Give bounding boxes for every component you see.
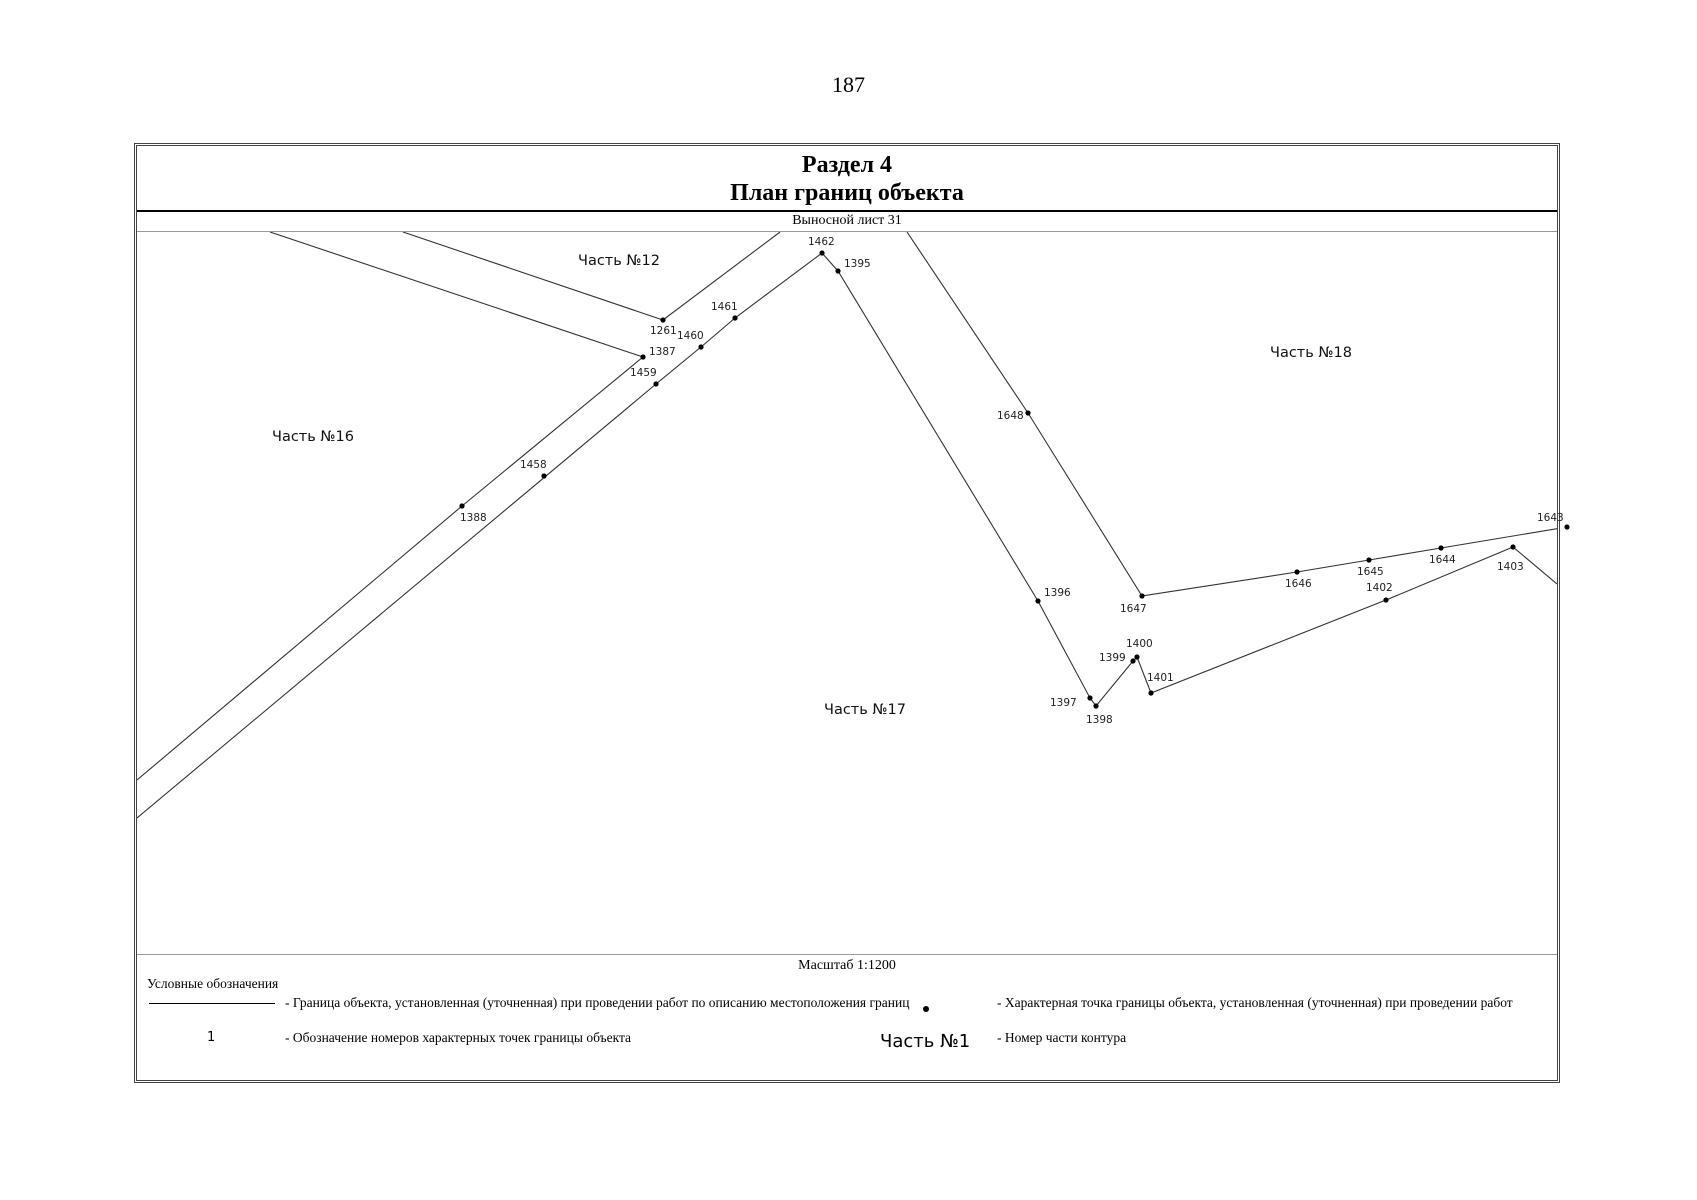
boundary-point: [640, 354, 646, 360]
part-label-16: Часть №16: [272, 429, 354, 445]
boundary-line: [906, 232, 1557, 597]
legend-point-number-sample: 1: [207, 1030, 216, 1045]
boundary-point: [660, 317, 666, 323]
boundary-line: [137, 252, 1557, 819]
point-label: 1645: [1357, 566, 1384, 578]
title-block: Раздел 4 План границ объекта: [137, 146, 1557, 212]
boundary-points: [459, 250, 1570, 709]
point-label: 1646: [1285, 578, 1312, 590]
boundary-point: [732, 315, 738, 321]
boundary-point: [1366, 557, 1372, 563]
point-label: 1643: [1537, 512, 1564, 524]
boundary-point: [1294, 569, 1300, 575]
page-number: 187: [832, 72, 865, 97]
boundary-point: [835, 268, 841, 274]
part-label-17: Часть №17: [824, 702, 906, 718]
point-label: 1388: [460, 512, 487, 524]
boundary-point: [1510, 544, 1516, 550]
boundary-point: [1093, 703, 1099, 709]
point-label: 1459: [630, 367, 657, 379]
point-label: 1395: [844, 258, 871, 270]
boundary-point: [1087, 695, 1093, 701]
legend-point-number-desc: - Обозначение номеров характерных точек …: [285, 1030, 632, 1045]
part-labels: Часть №12 Часть №16 Часть №17 Часть №18: [272, 253, 1352, 718]
boundary-point: [653, 381, 659, 387]
point-label: 1462: [808, 236, 835, 248]
boundary-point: [459, 503, 465, 509]
boundary-point: [698, 344, 704, 350]
point-label: 1458: [520, 459, 547, 471]
legend-title: Условные обозначения: [147, 976, 279, 991]
sheet-name: Выносной лист 31: [137, 211, 1557, 232]
map-sheet: Раздел 4 План границ объекта Выносной ли…: [134, 143, 1570, 1083]
boundary-point: [1438, 545, 1444, 551]
boundary-point: [1134, 654, 1140, 660]
boundary-point: [541, 473, 547, 479]
section-title: Раздел 4: [801, 152, 893, 178]
boundary-point: [1035, 598, 1041, 604]
boundary-point: [1383, 597, 1389, 603]
point-label: 1401: [1147, 672, 1174, 684]
point-label: 1402: [1366, 582, 1393, 594]
boundary-lines: [137, 232, 1557, 819]
boundary-point: [1564, 524, 1570, 530]
point-label: 1400: [1126, 638, 1153, 650]
part-label-18: Часть №18: [1270, 345, 1352, 361]
point-label: 1461: [711, 301, 738, 313]
boundary-line: [137, 232, 645, 781]
legend-boundary-line: [149, 1003, 275, 1004]
point-label: 1644: [1429, 554, 1456, 566]
point-label: 1398: [1086, 714, 1113, 726]
point-label: 1647: [1120, 603, 1147, 615]
point-label: 1387: [649, 346, 676, 358]
boundary-point: [1025, 410, 1031, 416]
map-scale: Масштаб 1:1200: [137, 954, 1557, 975]
point-label: 1397: [1050, 697, 1077, 709]
legend-boundary-desc: - Граница объекта, установленная (уточне…: [285, 995, 910, 1010]
point-label: 1460: [677, 330, 704, 342]
legend-point-dot-desc: - Характерная точка границы объекта, уст…: [997, 995, 1513, 1010]
point-label: 1399: [1099, 652, 1126, 664]
part-label-12: Часть №12: [578, 253, 660, 269]
boundary-point: [819, 250, 825, 256]
boundary-point: [1130, 658, 1136, 664]
point-label: 1648: [997, 410, 1024, 422]
point-label: 1261: [650, 325, 677, 337]
legend-point-dot-icon: [923, 1006, 929, 1012]
point-label: 1396: [1044, 587, 1071, 599]
point-label: 1403: [1497, 561, 1524, 573]
boundary-point: [1139, 593, 1145, 599]
legend-part-desc: - Номер части контура: [997, 1030, 1127, 1045]
plan-title: План границ объекта: [730, 180, 964, 206]
legend-part-sample: Часть №1: [880, 1031, 971, 1052]
boundary-point: [1148, 690, 1154, 696]
